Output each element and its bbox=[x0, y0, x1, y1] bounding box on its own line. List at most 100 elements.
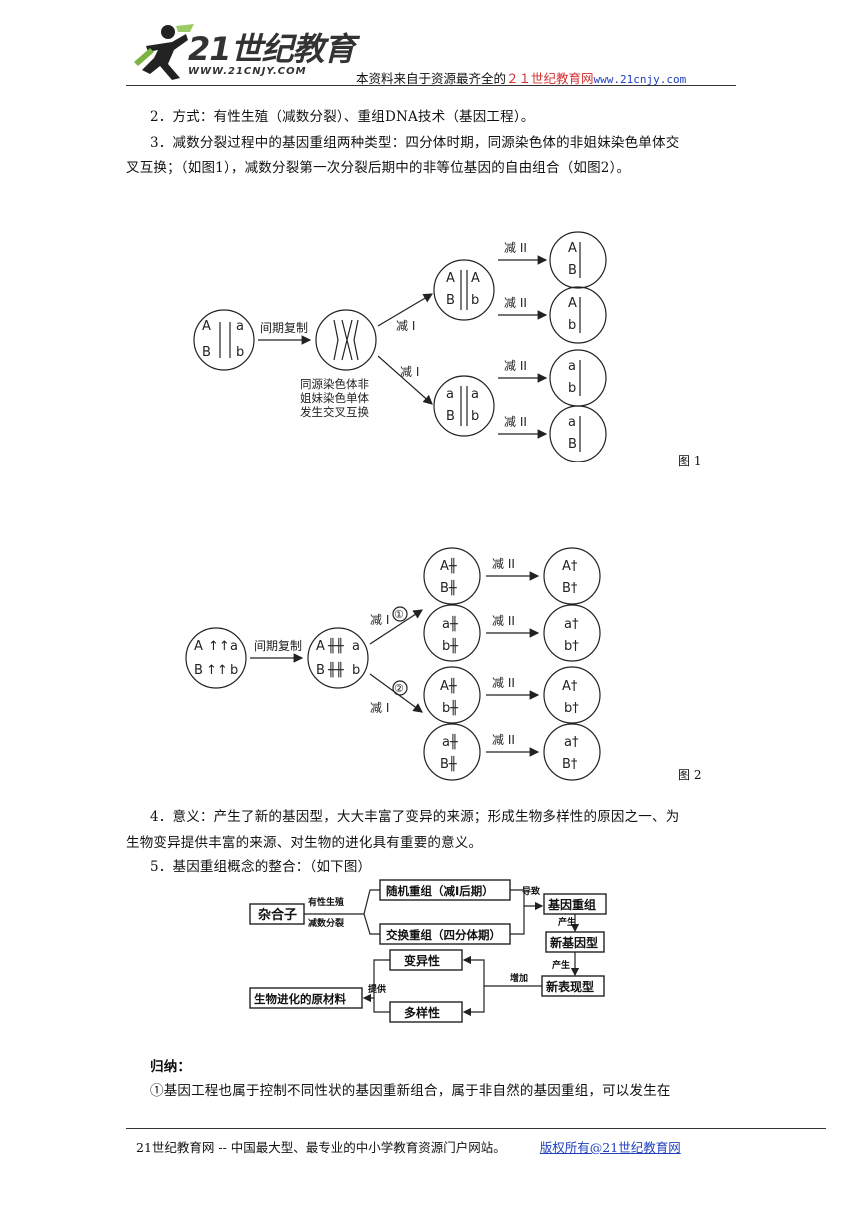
f1-gene: A bbox=[202, 319, 211, 334]
paragraph-4a: 4．意义：产生了新的基因型，大大丰富了变异的来源；形成生物多样性的原因之一、为 bbox=[150, 809, 680, 825]
cm-produce: 产生 bbox=[552, 959, 570, 971]
svg-text:A: A bbox=[316, 639, 325, 654]
svg-text:a╫: a╫ bbox=[442, 615, 458, 632]
f1-gene: b bbox=[568, 318, 576, 333]
svg-text:↑↑: ↑↑ bbox=[208, 639, 230, 654]
f1-meiosis2-label: 减 II bbox=[504, 296, 527, 310]
header-url[interactable]: www.21cnjy.com bbox=[593, 73, 687, 86]
header-rule bbox=[126, 85, 736, 86]
f1-gene: B bbox=[446, 293, 455, 308]
cm-diversity: 多样性 bbox=[404, 1005, 440, 1020]
cm-leads-to: 导致 bbox=[522, 885, 541, 897]
cm-sexual-repro: 有性生殖 bbox=[308, 896, 344, 908]
f1-meiosis2-label: 减 II bbox=[504, 415, 527, 429]
svg-text:b: b bbox=[230, 663, 238, 678]
paragraph-5: 5．基因重组概念的整合：（如下图） bbox=[150, 859, 372, 875]
footer-text: 21世纪教育网 -- 中国最大型、最专业的中小学教育资源门户网站。 bbox=[136, 1140, 506, 1155]
logo-url: WWW.21CNJY.COM bbox=[188, 66, 307, 77]
svg-text:B╫: B╫ bbox=[440, 755, 457, 772]
f1-gene: b bbox=[236, 345, 244, 360]
paragraph-2: 2．方式：有性生殖（减数分裂）、重组DNA技术（基因工程）。 bbox=[150, 109, 535, 125]
f1-gene: b bbox=[471, 293, 479, 308]
svg-text:╫╫: ╫╫ bbox=[327, 637, 344, 654]
f2-meiosis2-label: 减 II bbox=[492, 557, 515, 571]
f1-gene: A bbox=[568, 241, 577, 256]
f1-gene: B bbox=[446, 409, 455, 424]
footer-rule bbox=[126, 1128, 826, 1129]
footer-copyright-link[interactable]: 版权所有@21世纪教育网 bbox=[539, 1140, 681, 1155]
svg-text:A╫: A╫ bbox=[440, 677, 457, 694]
cm-evolution-material: 生物进化的原材料 bbox=[254, 992, 346, 1006]
f1-gene: A bbox=[471, 271, 480, 286]
f2-interphase-label: 间期复制 bbox=[254, 639, 302, 653]
page-header: 21世纪教育 WWW.21CNJY.COM 本资料来自于资源最齐全的２１世纪教育… bbox=[118, 20, 738, 86]
f1-meiosis2-label: 减 II bbox=[504, 359, 527, 373]
svg-text:b╫: b╫ bbox=[442, 637, 458, 654]
cm-new-genotype: 新基因型 bbox=[550, 935, 598, 950]
cm-heterozygote: 杂合子 bbox=[258, 907, 297, 923]
f1-interphase-label: 间期复制 bbox=[260, 321, 308, 335]
cm-gene-recomb: 基因重组 bbox=[547, 897, 596, 912]
cm-new-phenotype: 新表现型 bbox=[546, 979, 594, 994]
svg-text:A†: A† bbox=[562, 559, 578, 574]
f1-gene: B bbox=[568, 437, 577, 452]
f1-gene: b bbox=[471, 409, 479, 424]
f1-meiosis2-label: 减 II bbox=[504, 241, 527, 255]
f1-gene: a bbox=[568, 359, 576, 374]
f2-meiosis2-label: 减 II bbox=[492, 733, 515, 747]
f1-gene: A bbox=[568, 296, 577, 311]
svg-text:A†: A† bbox=[562, 679, 578, 694]
logo-title: 21世纪教育 bbox=[188, 30, 356, 68]
svg-text:a╫: a╫ bbox=[442, 733, 458, 750]
figure-2-caption: 图 2 bbox=[678, 768, 702, 782]
svg-text:a†: a† bbox=[564, 617, 579, 632]
svg-text:a: a bbox=[352, 639, 360, 654]
header-note: 本资料来自于资源最齐全的２１世纪教育网www.21cnjy.com bbox=[356, 68, 686, 87]
svg-text:b: b bbox=[352, 663, 360, 678]
f1-note-line: 发生交叉互换 bbox=[300, 405, 369, 419]
svg-text:B†: B† bbox=[562, 757, 578, 772]
f1-meiosis1-label: 减 I bbox=[396, 319, 415, 333]
cm-increase: 增加 bbox=[510, 972, 528, 984]
paragraph-3a: 3．减数分裂过程中的基因重组两种类型：四分体时期，同源染色体的非姐妹染色单体交 bbox=[150, 135, 680, 151]
f1-gene: A bbox=[446, 271, 455, 286]
svg-text:a†: a† bbox=[564, 735, 579, 750]
svg-text:B†: B† bbox=[562, 581, 578, 596]
summary-title: 归纳： bbox=[150, 1059, 192, 1075]
svg-text:b†: b† bbox=[564, 639, 579, 654]
svg-text:B: B bbox=[316, 663, 325, 678]
f1-note-line: 同源染色体非 bbox=[300, 377, 369, 391]
svg-text:╫╫: ╫╫ bbox=[327, 661, 344, 678]
f1-meiosis1-label: 减 I bbox=[400, 365, 419, 379]
f1-gene: B bbox=[568, 263, 577, 278]
svg-text:↑↑: ↑↑ bbox=[206, 663, 228, 678]
cm-crossover-recomb: 交换重组（四分体期） bbox=[386, 928, 501, 942]
figure-1: A a B b 间期复制 减 I 减 I 同源染色体非 姐妹染色单体 发生交叉互… bbox=[188, 222, 618, 463]
concept-map: 杂合子 有性生殖 减数分裂 随机重组（减Ⅰ后期） 交换重组（四分体期） 导致 基… bbox=[244, 876, 624, 1026]
cm-provide: 提供 bbox=[368, 983, 386, 995]
f2-meiosis1-label: 减 I bbox=[370, 701, 389, 715]
f1-gene: a bbox=[236, 319, 244, 334]
svg-text:b╫: b╫ bbox=[442, 699, 458, 716]
svg-text:A: A bbox=[194, 639, 203, 654]
f1-note-line: 姐妹染色单体 bbox=[300, 391, 369, 405]
svg-text:B╫: B╫ bbox=[440, 579, 457, 596]
f1-gene: B bbox=[202, 345, 211, 360]
paragraph-4b: 生物变异提供丰富的来源、对生物的进化具有重要的意义。 bbox=[126, 835, 483, 851]
header-note-prefix: 本资料来自于资源最齐全的 bbox=[356, 71, 507, 86]
svg-text:b†: b† bbox=[564, 701, 579, 716]
svg-text:a: a bbox=[230, 639, 238, 654]
f1-gene: a bbox=[471, 387, 479, 402]
f2-meiosis2-label: 减 II bbox=[492, 614, 515, 628]
f2-path1-label: ① bbox=[394, 608, 404, 621]
footer: 21世纪教育网 -- 中国最大型、最专业的中小学教育资源门户网站。 版权所有@2… bbox=[136, 1137, 681, 1156]
f2-meiosis2-label: 减 II bbox=[492, 676, 515, 690]
summary-item-1: ①基因工程也属于控制不同性状的基因重新组合，属于非自然的基因重组，可以发生在 bbox=[150, 1083, 671, 1099]
cm-meiosis: 减数分裂 bbox=[308, 917, 344, 929]
f1-gene: b bbox=[568, 381, 576, 396]
logo-runner-icon bbox=[134, 24, 194, 80]
f1-gene: a bbox=[446, 387, 454, 402]
svg-text:A╫: A╫ bbox=[440, 557, 457, 574]
svg-text:B: B bbox=[194, 663, 203, 678]
